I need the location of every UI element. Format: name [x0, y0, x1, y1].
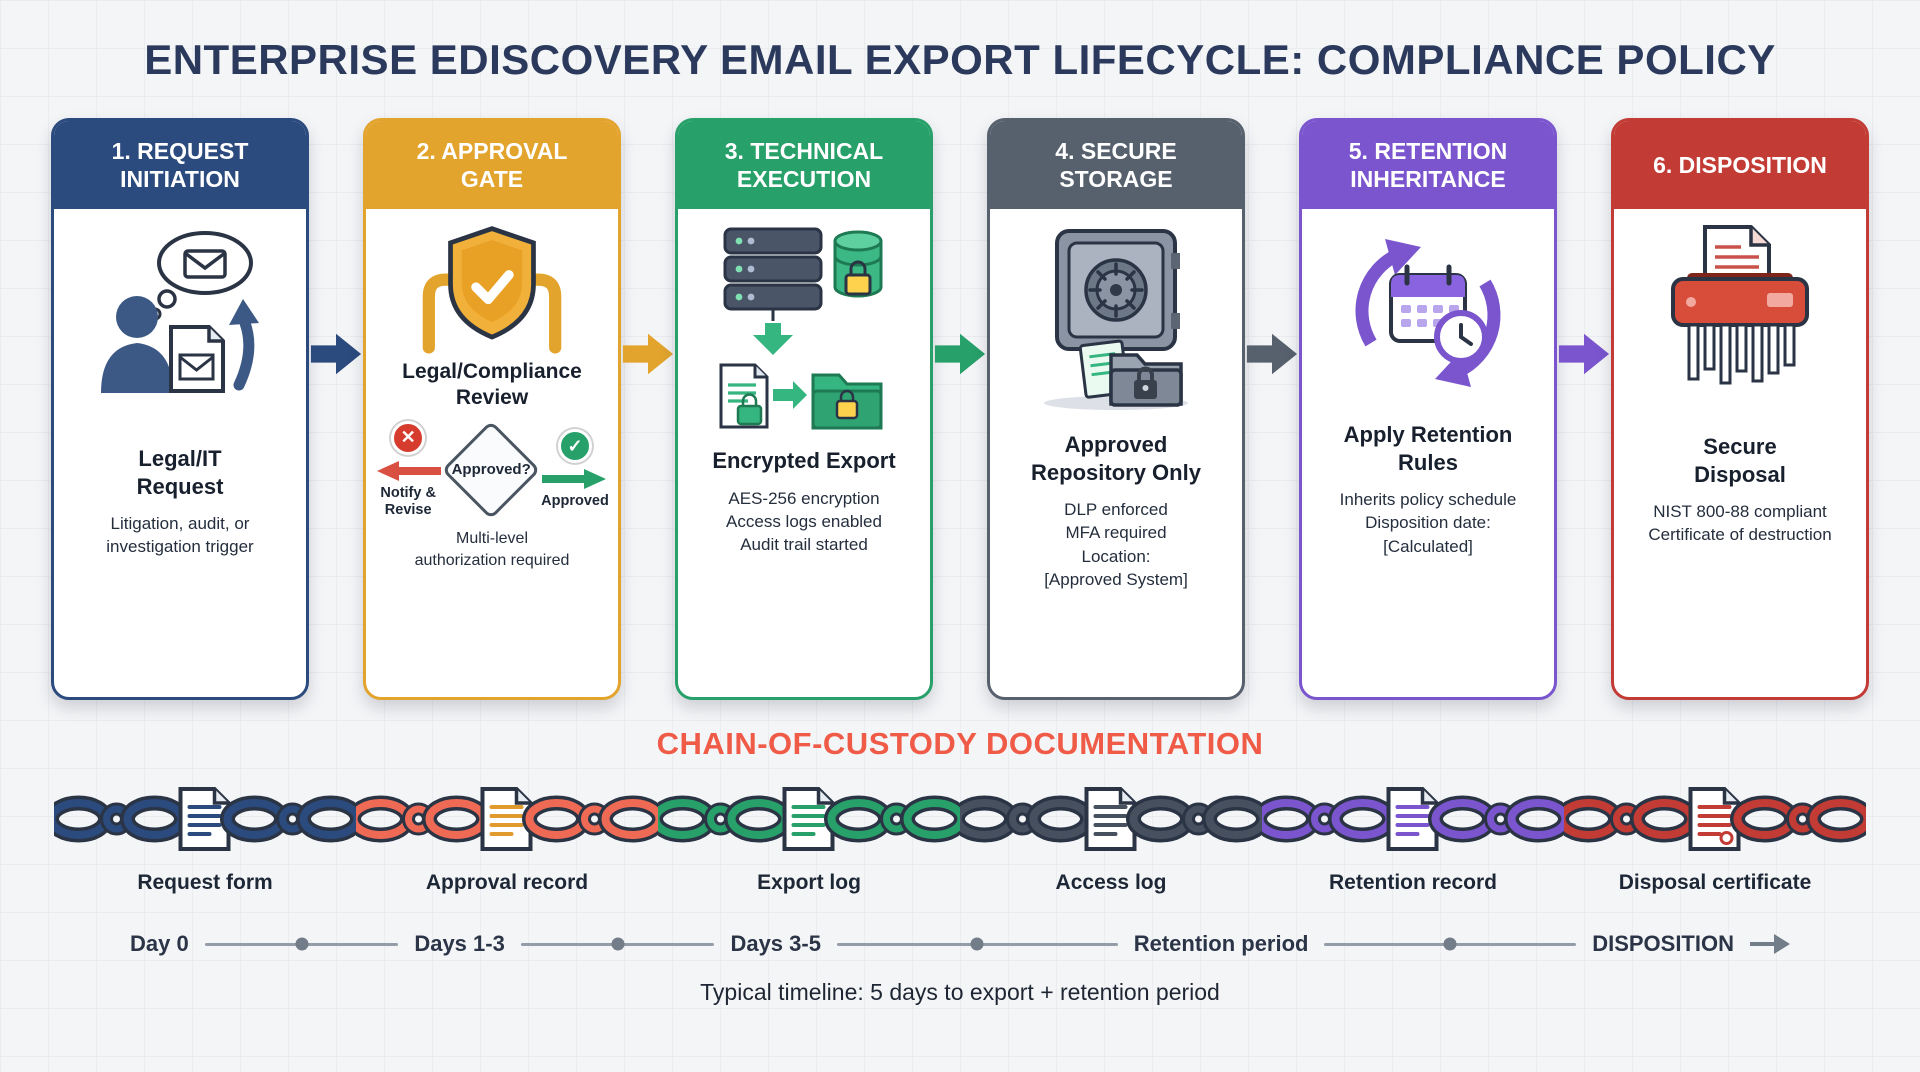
timeline-label-day0: Day 0 [130, 931, 189, 956]
flow-arrow-1-icon [309, 118, 363, 700]
shield-check-icon [399, 223, 585, 355]
stage-card-technical-execution: 3. TECHNICAL EXECUTION [675, 118, 933, 700]
stage-card-disposition: 6. DISPOSITION [1611, 118, 1869, 700]
stage-3-body: Encrypted Export AES-256 encryption Acce… [678, 209, 930, 697]
vault-icon [1023, 223, 1209, 413]
timeline-dot [1443, 937, 1457, 951]
timeline-label-disposition: DISPOSITION [1592, 931, 1734, 956]
shredder-icon [1647, 223, 1833, 415]
approve-arrow-icon [542, 469, 606, 490]
chain-links-icon [1262, 787, 1564, 851]
stage-5-details: Inherits policy schedule Disposition dat… [1339, 490, 1517, 556]
timeline-segment [204, 937, 399, 951]
timeline: Day 0 Days 1-3 Days 3-5 Retention period… [130, 931, 1790, 957]
stage-3-heading: Encrypted Export [712, 448, 896, 473]
chain-segment-request-form [54, 772, 356, 867]
chain-of-custody: Request form Approval record Export log … [54, 772, 1866, 895]
timeline-arrow-icon [1749, 934, 1790, 954]
flow-arrow-4-icon [1245, 118, 1299, 700]
timeline-label-retention-period: Retention period [1133, 931, 1309, 956]
approve-label: Approved [541, 493, 609, 510]
chain-segment-disposal-certificate [1564, 772, 1866, 867]
stage-1-heading: Legal/IT Request [136, 446, 224, 499]
flow-arrow-2-icon [621, 118, 675, 700]
chain-row [54, 772, 1866, 867]
reject-arrow-icon [377, 460, 442, 481]
stage-card-retention-inheritance: 5. RETENTION INHERITANCE [1299, 118, 1557, 700]
timeline-label-days3-5: Days 3-5 [730, 931, 821, 956]
stage-6-body: Secure Disposal NIST 800-88 compliant Ce… [1614, 209, 1866, 697]
stage-2-details: Multi-level authorization required [414, 529, 570, 569]
stage-5-heading: Apply Retention Rules [1343, 422, 1513, 475]
chain-doc-label: Access log [1055, 871, 1167, 894]
approval-decision: ✕ Notify & Revise Approved? ✓ [375, 420, 609, 520]
requester-person-icon [87, 223, 273, 405]
timeline-dot [611, 937, 625, 951]
chain-of-custody-title: CHAIN-OF-CUSTODY DOCUMENTATION [656, 726, 1264, 761]
retention-cycle-icon [1335, 223, 1521, 403]
timeline-dot [970, 937, 984, 951]
stage-card-secure-storage: 4. SECURE STORAGE [987, 118, 1245, 700]
reject-branch: ✕ Notify & Revise [375, 420, 442, 518]
timeline-segment [1324, 937, 1577, 951]
chain-links-icon [960, 787, 1262, 851]
chain-links-icon [54, 787, 356, 851]
chain-segment-access-log [960, 772, 1262, 867]
timeline-caption: Typical timeline: 5 days to export + ret… [700, 979, 1220, 1005]
chain-segment-retention-record [1262, 772, 1564, 867]
flow-arrow-5-icon [1557, 118, 1611, 700]
stage-4-heading: Approved Repository Only [1031, 432, 1201, 485]
stage-1-header: 1. REQUEST INITIATION [54, 121, 306, 209]
decision-diamond: Approved? [441, 420, 541, 520]
reject-icon: ✕ [391, 420, 426, 455]
stage-1-body: Legal/IT Request Litigation, audit, or i… [54, 209, 306, 697]
stage-5-header: 5. RETENTION INHERITANCE [1302, 121, 1554, 209]
stage-2-body: Legal/Compliance Review ✕ Notify & Revis… [366, 209, 618, 697]
certificate-seal-icon [1719, 831, 1734, 845]
stage-3-details: AES-256 encryption Access logs enabled A… [726, 488, 882, 555]
stage-1-details: Litigation, audit, or investigation trig… [106, 514, 254, 557]
chain-segment-export-log [658, 772, 960, 867]
chain-doc-label: Retention record [1328, 871, 1498, 894]
chain-links-icon [658, 787, 960, 851]
chain-labels-row: Request form Approval record Export log … [54, 871, 1866, 895]
chain-doc-label: Approval record [425, 871, 589, 894]
stage-5-body: Apply Retention Rules Inherits policy sc… [1302, 209, 1554, 697]
chain-segment-approval-record [356, 772, 658, 867]
chain-doc-label: Request form [137, 871, 273, 894]
timeline-label-days1-3: Days 1-3 [414, 931, 505, 956]
stage-card-approval-gate: 2. APPROVAL GATE Legal/Compliance Review [363, 118, 621, 700]
timeline-segment [836, 937, 1118, 951]
stage-6-details: NIST 800-88 compliant Certificate of des… [1648, 502, 1832, 545]
approve-branch: ✓ Approved [541, 429, 609, 510]
stage-4-details: DLP enforced MFA required Location: [App… [1044, 500, 1188, 590]
stage-2-heading: Legal/Compliance Review [402, 360, 582, 410]
stage-4-body: Approved Repository Only DLP enforced MF… [990, 209, 1242, 697]
approve-icon: ✓ [558, 429, 592, 464]
chain-links-icon [1564, 787, 1866, 851]
timeline-segment [520, 937, 715, 951]
reject-label: Notify & Revise [380, 484, 436, 518]
stage-6-heading: Secure Disposal [1694, 434, 1786, 487]
stage-3-header: 3. TECHNICAL EXECUTION [678, 121, 930, 209]
stages-row: 1. REQUEST INITIATION [51, 118, 1869, 700]
stage-4-header: 4. SECURE STORAGE [990, 121, 1242, 209]
flow-arrow-3-icon [933, 118, 987, 700]
timeline-dot [295, 937, 309, 951]
stage-6-header: 6. DISPOSITION [1614, 121, 1866, 209]
page-title: ENTERPRISE EDISCOVERY EMAIL EXPORT LIFEC… [144, 36, 1776, 83]
decision-question: Approved? [451, 461, 531, 478]
chain-doc-label: Disposal certificate [1618, 871, 1812, 894]
stage-card-request-initiation: 1. REQUEST INITIATION [51, 118, 309, 700]
stage-2-header: 2. APPROVAL GATE [366, 121, 618, 209]
chain-links-icon [356, 787, 658, 851]
server-encryption-icon [711, 223, 897, 435]
chain-doc-label: Export log [757, 871, 861, 894]
